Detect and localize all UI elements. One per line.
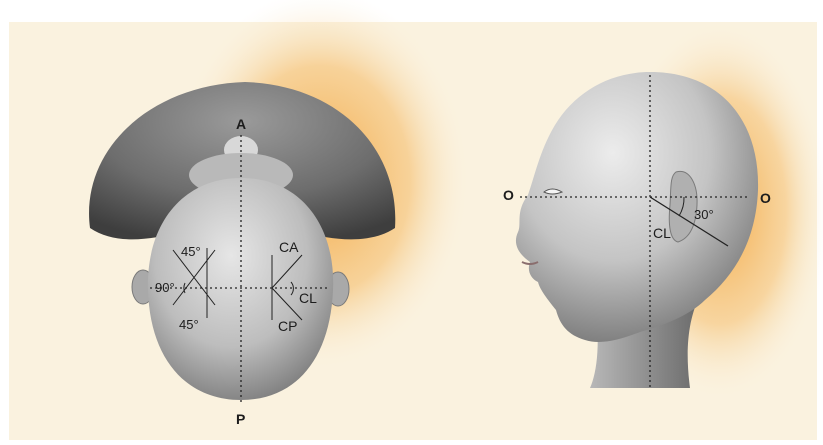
label-anterior: A [236,116,246,132]
label-posterior: P [236,411,245,427]
label-angle-middle: 90° [155,280,175,295]
label-angle-lower: 45° [179,317,199,332]
label-tilt-angle: 30° [694,207,714,222]
label-canal-posterior: CP [278,318,297,334]
label-canal-anterior: CA [279,239,299,255]
label-axis-right: O [760,190,771,206]
label-canal-lateral: CL [299,290,317,306]
label-angle-upper: 45° [181,244,201,259]
label-axis-left: O [503,187,514,203]
label-canal-lateral-side: CL [653,225,671,241]
